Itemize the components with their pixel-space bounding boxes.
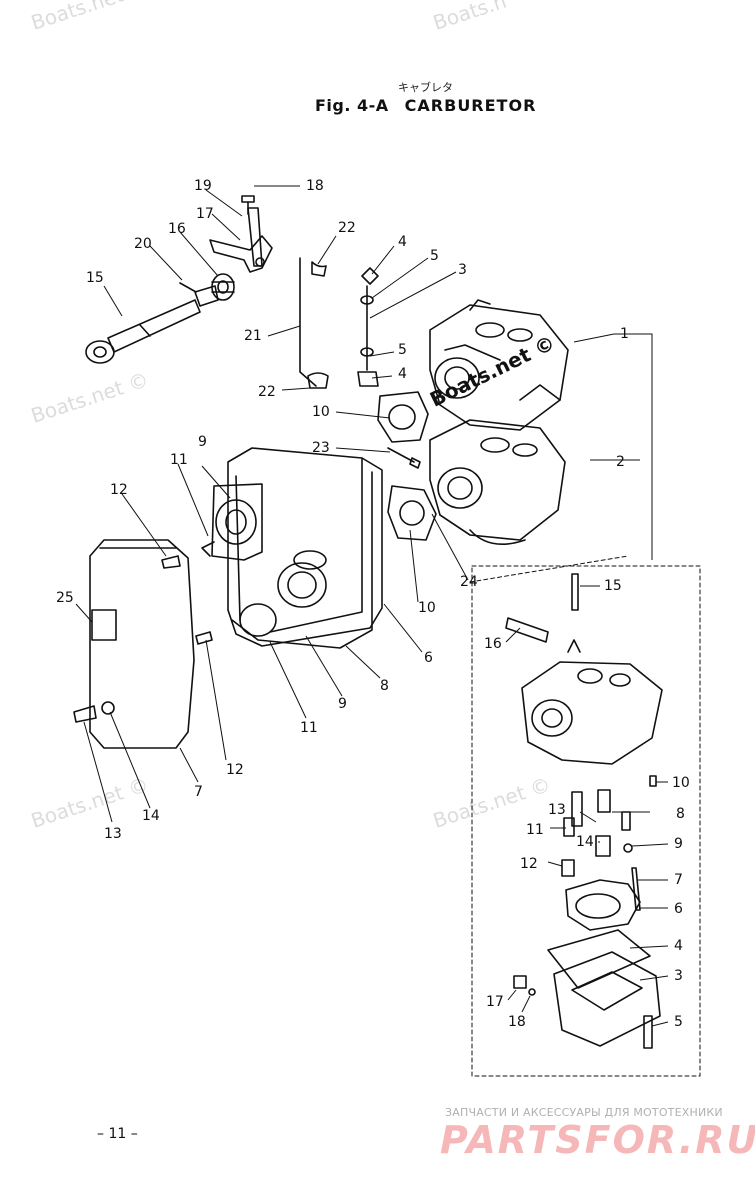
callout-6: 6 xyxy=(424,650,433,666)
detail-float-drawing xyxy=(565,867,641,931)
callout-25: 25 xyxy=(56,590,74,606)
callout-19: 19 xyxy=(194,178,212,194)
callout-10b: 10 xyxy=(418,600,436,616)
detail-callout-16: 16 xyxy=(484,636,502,652)
page-number: – 11 – xyxy=(97,1126,138,1142)
detail-callout-15: 15 xyxy=(604,578,622,594)
detail-needle-parts-drawing xyxy=(561,775,657,877)
lever-bracket-drawing xyxy=(209,207,273,273)
silencer-case-drawing xyxy=(227,447,383,647)
callout-10: 10 xyxy=(312,404,330,420)
callout-17: 17 xyxy=(196,206,214,222)
callout-18: 18 xyxy=(306,178,324,194)
detail-frame xyxy=(471,565,701,1077)
figure-name: CARBURETOR xyxy=(404,96,537,115)
callout-12b: 12 xyxy=(226,762,244,778)
detail-pilot-screw-drawing xyxy=(505,573,579,643)
callout-8: 8 xyxy=(380,678,389,694)
silencer-cover-drawing xyxy=(89,539,195,749)
callout-23: 23 xyxy=(312,440,330,456)
callout-15: 15 xyxy=(86,270,104,286)
figure-label: Fig. 4-A xyxy=(315,96,389,115)
detail-callout-18: 18 xyxy=(508,1014,526,1030)
upper-carburetor-drawing xyxy=(429,299,569,431)
pin-drawing xyxy=(179,282,197,293)
title-kana: キャブレタ xyxy=(398,81,453,94)
callout-11b: 11 xyxy=(300,720,318,736)
callout-7: 7 xyxy=(194,784,203,800)
gasket-drawing xyxy=(377,391,429,443)
detail-callout-14: 14 xyxy=(576,834,594,850)
callout-3: 3 xyxy=(458,262,467,278)
screw-18-drawing xyxy=(241,195,255,215)
callout-2: 2 xyxy=(616,454,625,470)
detail-callout-4: 4 xyxy=(674,938,683,954)
callout-21: 21 xyxy=(244,328,262,344)
callout-13: 13 xyxy=(104,826,122,842)
callout-9: 9 xyxy=(198,434,207,450)
callout-4: 4 xyxy=(398,234,407,250)
callout-12: 12 xyxy=(110,482,128,498)
leader-lines xyxy=(75,185,669,1027)
callout-14: 14 xyxy=(142,808,160,824)
callout-1: 1 xyxy=(620,326,629,342)
callout-20: 20 xyxy=(134,236,152,252)
callout-24: 24 xyxy=(460,574,478,590)
detail-callout-13: 13 xyxy=(548,802,566,818)
callout-4b: 4 xyxy=(398,366,407,382)
throttle-shaft-drawing xyxy=(85,285,219,364)
detail-callout-11: 11 xyxy=(526,822,544,838)
gasket-drawing xyxy=(387,485,437,541)
brand-tagline: ЗАПЧАСТИ И АКСЕССУАРЫ ДЛЯ МОТОТЕХНИКИ xyxy=(445,1106,723,1119)
callout-22b: 22 xyxy=(258,384,276,400)
detail-callout-12: 12 xyxy=(520,856,538,872)
detail-callout-6: 6 xyxy=(674,901,683,917)
link-rod-drawing xyxy=(299,257,329,389)
detail-callout-9: 9 xyxy=(674,836,683,852)
detail-float-chamber-drawing xyxy=(513,929,661,1049)
spring-drawing xyxy=(211,273,235,301)
callout-16: 16 xyxy=(168,221,186,237)
callout-5b: 5 xyxy=(398,342,407,358)
detail-callout-5: 5 xyxy=(674,1014,683,1030)
callout-22: 22 xyxy=(338,220,356,236)
callout-11: 11 xyxy=(170,452,188,468)
brand-logo: PARTSFOR.RU xyxy=(440,1118,755,1162)
detail-callout-10: 10 xyxy=(672,775,690,791)
detail-carburetor-body-drawing xyxy=(521,639,663,765)
figure-title: Fig. 4-A CARBURETOR xyxy=(315,96,536,115)
screw-13-drawing xyxy=(73,701,115,723)
detail-callout-8: 8 xyxy=(676,806,685,822)
detail-callout-17: 17 xyxy=(486,994,504,1010)
screw-12-drawing xyxy=(161,555,181,569)
detail-callout-7: 7 xyxy=(674,872,683,888)
lower-carburetor-drawing xyxy=(429,419,566,546)
callout-5: 5 xyxy=(430,248,439,264)
bolt-drawing xyxy=(387,447,421,469)
silencer-gasket-drawing xyxy=(201,471,373,649)
callout-9b: 9 xyxy=(338,696,347,712)
detail-callout-3: 3 xyxy=(674,968,683,984)
detail-leader xyxy=(469,555,629,583)
screw-12b-drawing xyxy=(195,631,213,645)
linkage-rod-drawing xyxy=(357,267,379,387)
